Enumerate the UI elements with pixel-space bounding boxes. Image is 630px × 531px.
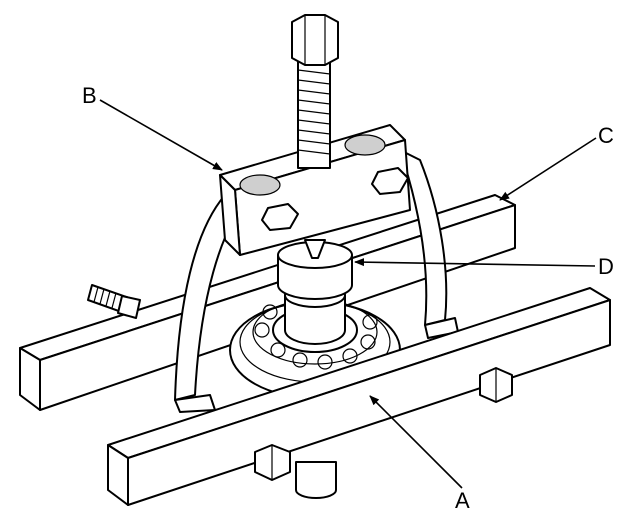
side-stud-bolt	[87, 284, 141, 319]
leader-b	[99, 99, 223, 171]
forcing-screw	[291, 14, 339, 169]
leader-a	[369, 395, 463, 489]
leader-c	[499, 137, 597, 201]
label-c: C	[598, 123, 614, 148]
label-b: B	[82, 83, 97, 108]
spindle-adapter	[277, 239, 353, 345]
label-d: D	[598, 254, 614, 279]
leader-d	[354, 258, 596, 267]
front-support-bar	[107, 287, 611, 506]
label-a: A	[455, 488, 470, 513]
callout-leaders	[99, 99, 597, 489]
front-bar-nuts	[254, 367, 513, 499]
